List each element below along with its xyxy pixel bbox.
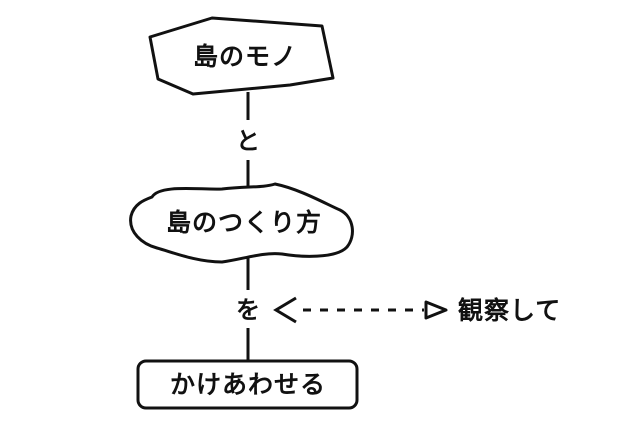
node-cloud-shape (129, 182, 354, 264)
connector-label-wo: を (236, 296, 260, 324)
chevron-left-icon (273, 296, 297, 324)
node-rounded-rect-shape (136, 359, 359, 410)
triangle-marker-icon (424, 300, 448, 320)
side-note-label: 観察して (458, 296, 561, 325)
node-label-bottom: かけあわせる (170, 370, 326, 399)
node-kakeawaseru: かけあわせる (136, 359, 359, 410)
node-shima-no-tsukurikata: 島のつくり方 (129, 182, 354, 264)
connector-label-to: と (236, 127, 260, 155)
node-polygon-shape (148, 16, 335, 96)
node-label-top: 島のモノ (193, 42, 297, 71)
node-label-middle: 島のつくり方 (166, 208, 322, 237)
node-shima-no-mono: 島のモノ (148, 16, 335, 96)
